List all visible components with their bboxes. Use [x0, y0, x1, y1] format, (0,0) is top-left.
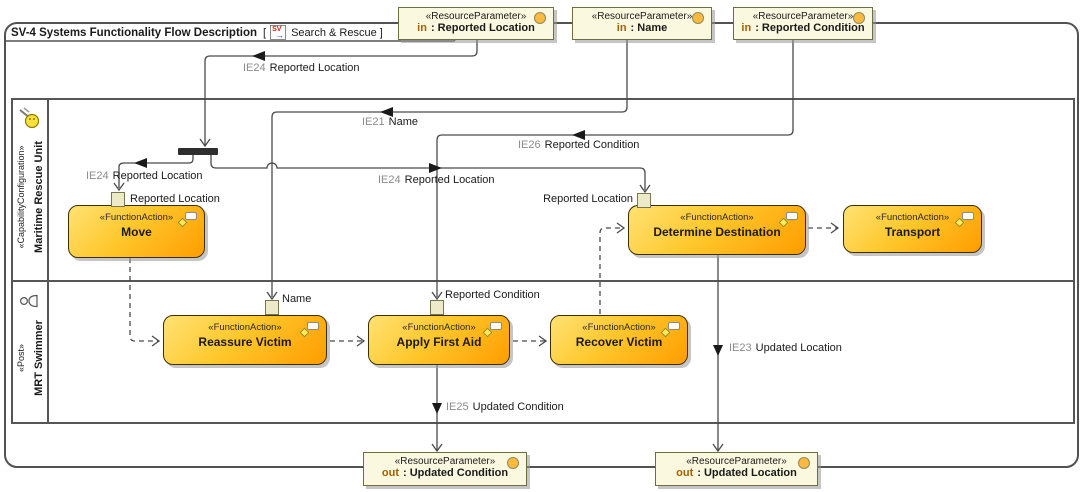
parameter-direction: in: [417, 22, 427, 34]
action-name: Transport: [884, 225, 941, 239]
action-stereotype: «FunctionAction»: [208, 322, 282, 333]
parameter-stereotype: «ResourceParameter»: [394, 456, 496, 467]
action-name: Determine Destination: [653, 225, 781, 239]
parameter-in-reported-condition[interactable]: «ResourceParameter» in: Reported Conditi…: [733, 7, 873, 40]
resource-item-icon: [507, 457, 519, 469]
action-stereotype: «FunctionAction»: [402, 322, 476, 333]
lane-name: Maritime Rescue Unit: [33, 140, 45, 253]
lane-stereotype: «CapabilityConfiguration»: [16, 145, 26, 249]
context-bracket-close: ]: [379, 26, 383, 39]
diagram-context-text: Search & Rescue: [291, 26, 377, 39]
pin-label-move: Reported Location: [130, 193, 220, 205]
parameter-name: : Name: [630, 22, 668, 34]
resource-item-icon: [853, 12, 865, 24]
parameter-stereotype: «ResourceParameter»: [591, 11, 693, 22]
diagram-title: SV-4 Systems Functionality Flow Descript…: [11, 25, 383, 40]
sv4-diagram-icon: SV →: [270, 25, 287, 40]
resource-item-icon: [692, 12, 704, 24]
action-stereotype: «FunctionAction»: [582, 322, 656, 333]
action-name: Move: [121, 225, 152, 239]
capability-configuration-icon: [17, 107, 41, 136]
parameter-out-updated-condition[interactable]: «ResourceParameter» out : Updated Conditi…: [363, 452, 527, 486]
diagram-title-text: SV-4 Systems Functionality Flow Descript…: [11, 26, 258, 39]
lane-header-mrt-swimmer[interactable]: «Post» MRT Swimmer: [11, 281, 49, 424]
decoration-rect-icon: [786, 212, 798, 220]
resource-item-icon: [798, 457, 810, 469]
post-person-icon: [18, 290, 40, 317]
input-pin-rv-name[interactable]: [265, 300, 279, 315]
action-reassure-victim[interactable]: «FunctionAction» Reassure Victim: [163, 315, 327, 365]
parameter-name: : Reported Condition: [755, 22, 865, 34]
action-name: Recover Victim: [575, 335, 663, 349]
lane-header-maritime-rescue-unit[interactable]: «CapabilityConfiguration» Maritime Rescu…: [11, 98, 49, 281]
resource-item-icon: [534, 12, 546, 24]
action-stereotype: «FunctionAction»: [875, 212, 950, 223]
decoration-rect-icon: [307, 322, 319, 330]
parameter-stereotype: «ResourceParameter»: [686, 456, 787, 467]
parameter-name: : Reported Location: [430, 22, 535, 34]
decoration-rect-icon: [185, 212, 197, 220]
action-determine-destination[interactable]: «FunctionAction» Determine Destination: [628, 205, 806, 255]
lane-divider: [11, 280, 1075, 282]
action-name: Reassure Victim: [198, 335, 292, 349]
lane-name: MRT Swimmer: [33, 320, 45, 397]
parameter-direction: in: [741, 22, 752, 34]
parameter-in-reported-location[interactable]: «ResourceParameter» in: Reported Locatio…: [398, 7, 554, 40]
parameter-in-name[interactable]: «ResourceParameter» in: Name: [572, 7, 712, 40]
parameter-stereotype: «ResourceParameter»: [752, 11, 854, 22]
parameter-stereotype: «ResourceParameter»: [425, 11, 527, 22]
action-move[interactable]: «FunctionAction» Move: [68, 205, 205, 258]
fork-node[interactable]: [178, 148, 218, 155]
decoration-rect-icon: [962, 212, 974, 220]
pin-label-rv: Name: [282, 293, 312, 305]
context-bracket-open: [: [263, 26, 267, 39]
decoration-rect-icon: [668, 322, 680, 330]
action-recover-victim[interactable]: «FunctionAction» Recover Victim: [550, 315, 688, 365]
action-transport[interactable]: «FunctionAction» Transport: [843, 205, 982, 253]
parameter-direction: in: [616, 22, 627, 34]
action-name: Apply First Aid: [396, 335, 482, 349]
parameter-name: : Updated Location: [697, 467, 797, 479]
lane-stereotype: «Post»: [16, 344, 26, 373]
action-stereotype: «FunctionAction»: [99, 212, 174, 223]
parameter-direction: out: [381, 467, 399, 479]
input-pin-afa-reported-condition[interactable]: [430, 300, 444, 315]
parameter-out-updated-location[interactable]: «ResourceParameter» out: Updated Locatio…: [655, 452, 818, 486]
parameter-direction: out: [676, 467, 694, 479]
pin-label-dd: Reported Location: [543, 193, 633, 205]
action-apply-first-aid[interactable]: «FunctionAction» Apply First Aid: [368, 315, 510, 365]
parameter-name: : Updated Condition: [403, 467, 509, 479]
pin-label-afa: Reported Condition: [445, 289, 540, 301]
input-pin-dd-reported-location[interactable]: [637, 193, 651, 208]
input-pin-move-reported-location[interactable]: [111, 192, 125, 207]
decoration-rect-icon: [490, 322, 502, 330]
